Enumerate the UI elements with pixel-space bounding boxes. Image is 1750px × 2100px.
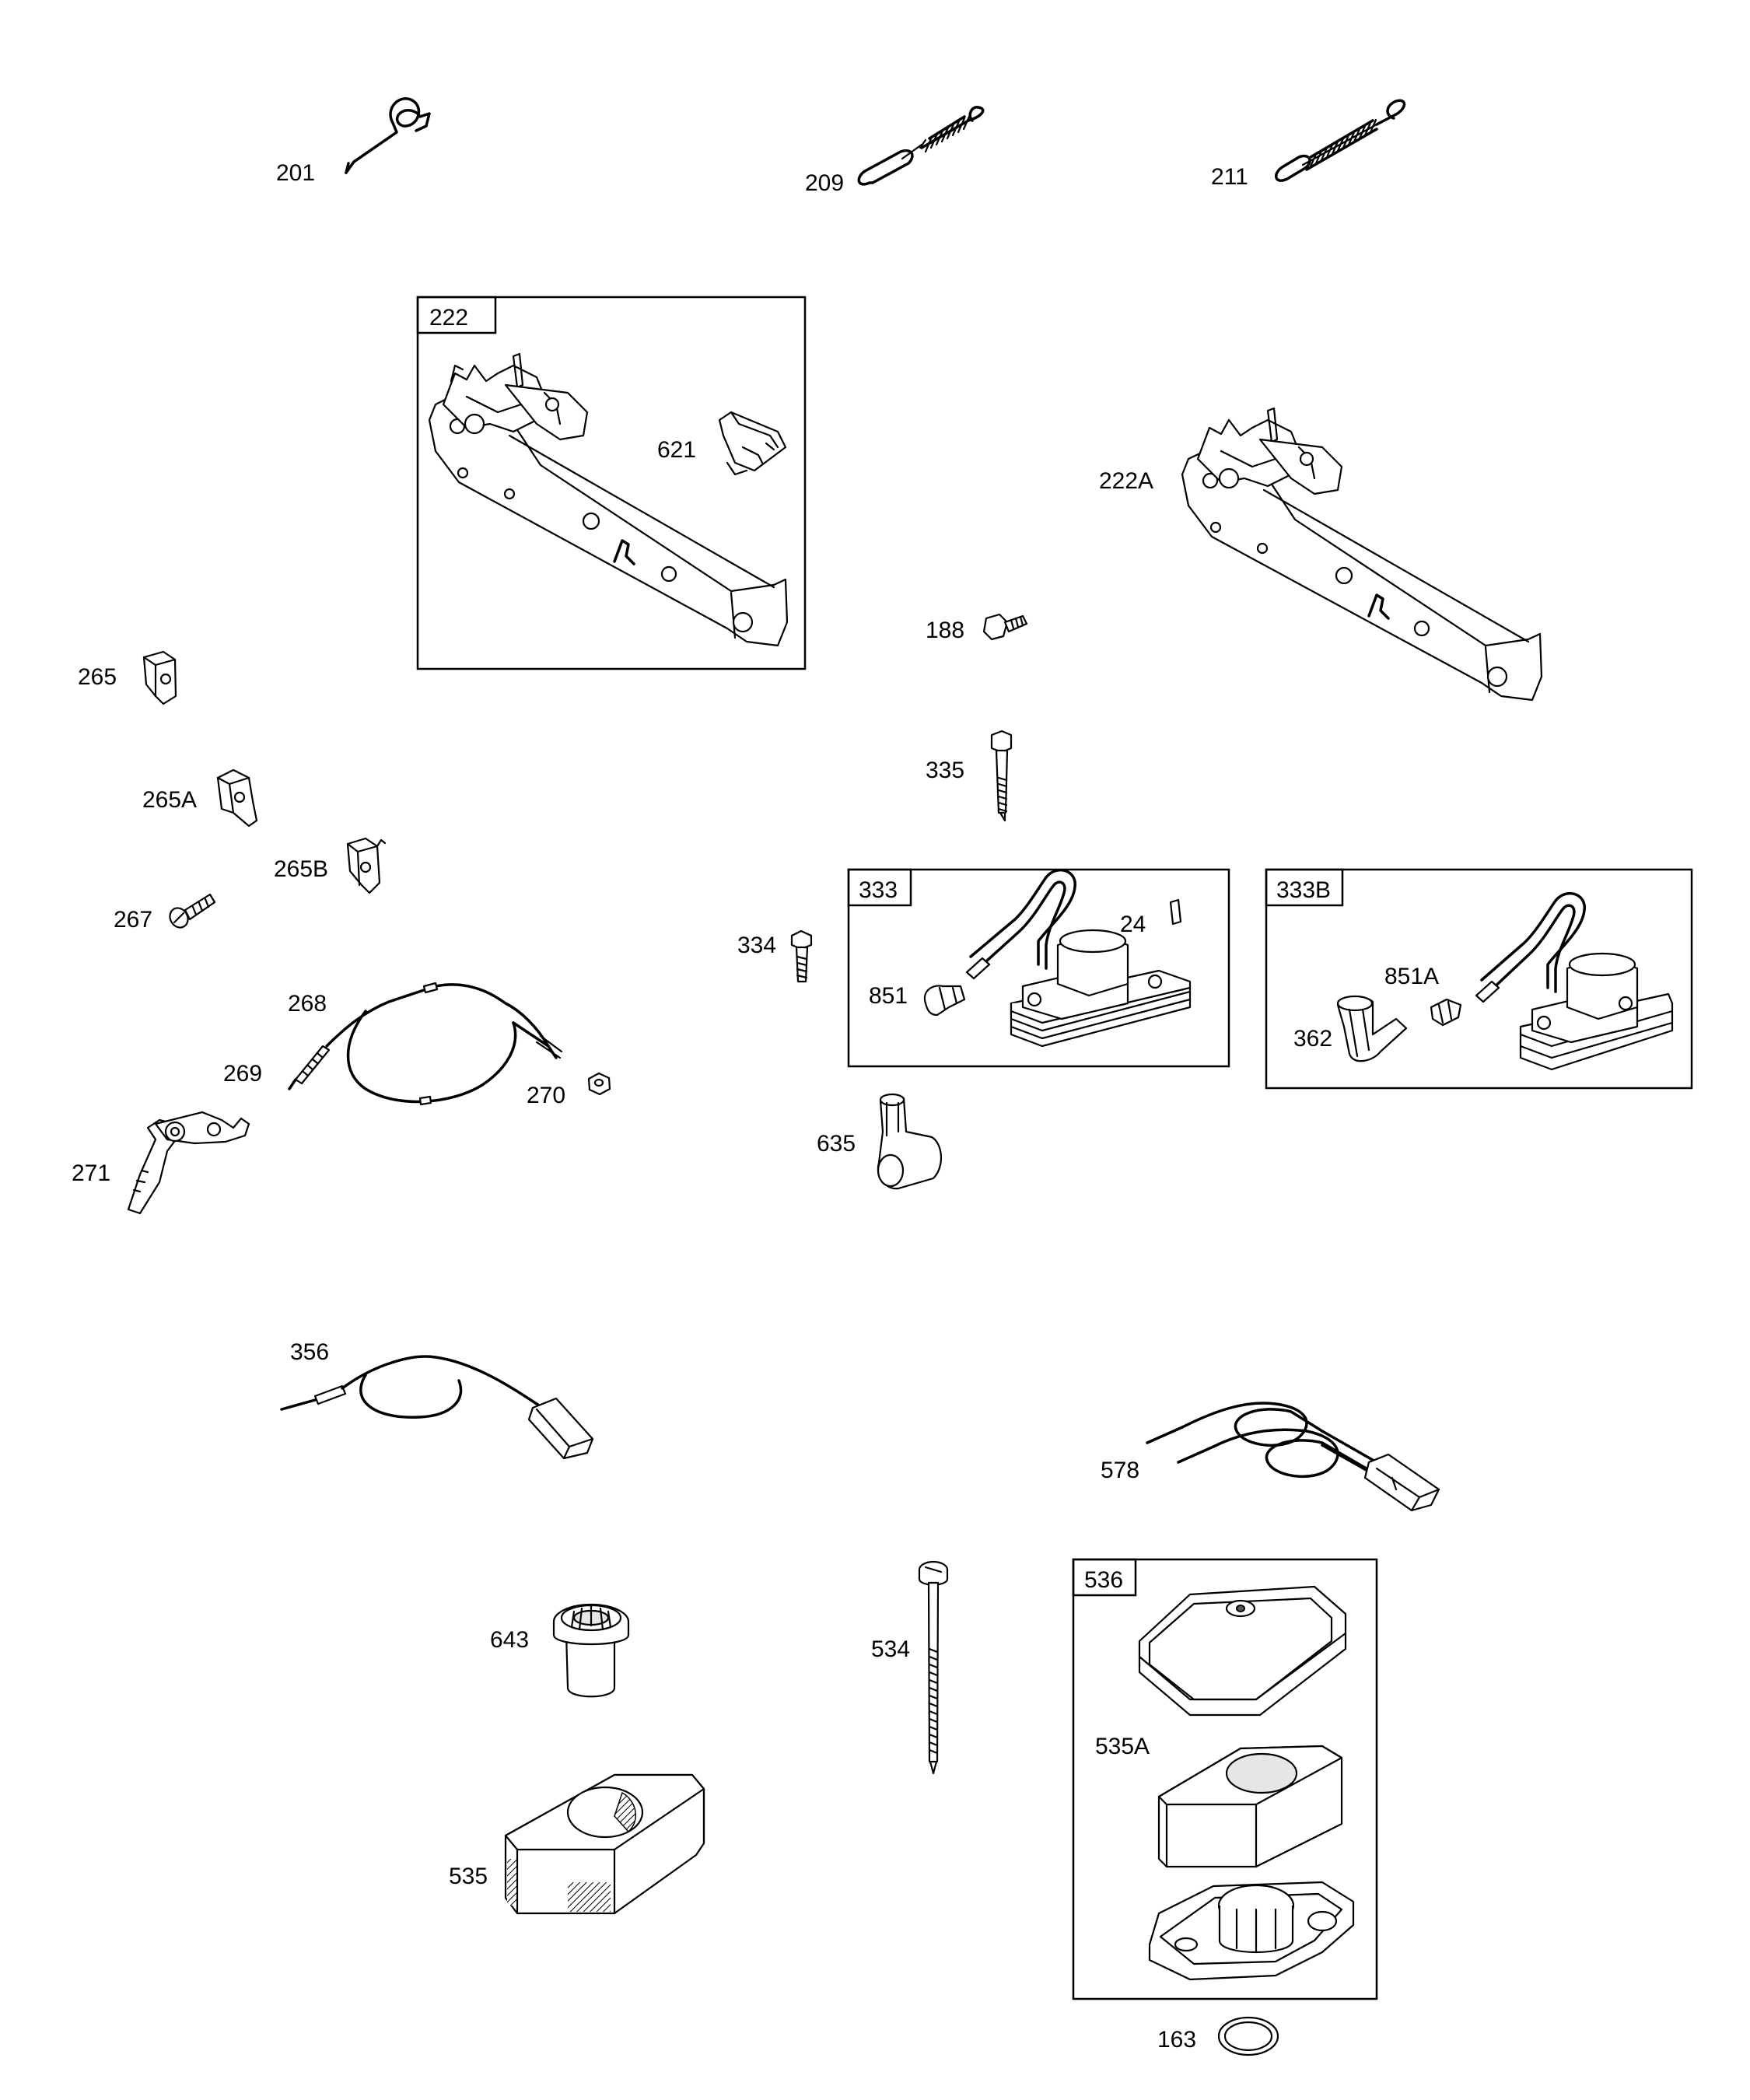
label-211: 211 xyxy=(1211,164,1248,190)
label-536: 536 xyxy=(1084,1567,1123,1593)
part-209-spring xyxy=(857,106,985,186)
label-535A: 535A xyxy=(1095,1734,1150,1759)
part-222A-bracket xyxy=(1181,407,1543,702)
part-24-key xyxy=(1169,898,1182,926)
label-24: 24 xyxy=(1120,912,1146,937)
part-265-clip xyxy=(142,650,177,705)
label-535: 535 xyxy=(449,1864,488,1889)
part-265A-clip xyxy=(216,768,258,828)
part-333B-armature xyxy=(1475,891,1674,1071)
part-621-clip xyxy=(718,411,787,476)
part-851A-connector xyxy=(1430,998,1462,1027)
part-211-spring xyxy=(1275,99,1406,182)
part-356-wire xyxy=(280,1355,594,1460)
kit-tag-222 xyxy=(416,296,497,334)
label-188: 188 xyxy=(926,618,964,643)
part-333-armature xyxy=(965,868,1192,1048)
kit-box-536 xyxy=(1072,1558,1378,2000)
kit-tag-333B xyxy=(1265,868,1344,907)
part-163-ring xyxy=(1217,2016,1279,2056)
kit-tag-333 xyxy=(847,868,912,907)
part-536-base xyxy=(1148,1881,1355,1981)
label-201: 201 xyxy=(276,160,315,186)
label-851: 851 xyxy=(869,983,908,1009)
part-334-screw xyxy=(790,929,813,983)
label-265A: 265A xyxy=(142,787,197,813)
label-635: 635 xyxy=(817,1131,856,1157)
label-163: 163 xyxy=(1157,2027,1196,2053)
part-222-bracket xyxy=(428,352,789,647)
part-536-cover xyxy=(1138,1585,1347,1717)
label-267: 267 xyxy=(114,907,152,933)
part-265B-clip xyxy=(346,837,387,894)
part-851-connector xyxy=(923,985,966,1017)
label-222: 222 xyxy=(429,305,468,331)
part-335-bolt xyxy=(990,730,1013,822)
label-270: 270 xyxy=(527,1083,565,1108)
label-362: 362 xyxy=(1293,1026,1332,1052)
label-209: 209 xyxy=(805,170,844,196)
label-356: 356 xyxy=(290,1339,329,1365)
label-534: 534 xyxy=(871,1636,910,1662)
part-535-filter xyxy=(504,1773,705,1915)
kit-box-222 xyxy=(416,296,807,670)
label-268: 268 xyxy=(288,991,327,1017)
part-188-screw xyxy=(982,613,1028,641)
label-333B: 333B xyxy=(1276,877,1331,903)
label-851A: 851A xyxy=(1384,964,1439,989)
part-271-lever xyxy=(127,1111,250,1215)
kit-box-333B xyxy=(1265,868,1693,1090)
part-635-boot xyxy=(877,1093,943,1190)
label-269: 269 xyxy=(223,1061,262,1087)
kit-tag-536 xyxy=(1072,1558,1137,1597)
kit-box-333 xyxy=(847,868,1230,1068)
label-334: 334 xyxy=(737,933,776,958)
part-535A-filter xyxy=(1157,1745,1343,1868)
part-534-bolt xyxy=(918,1560,949,1775)
part-578-harness xyxy=(1146,1402,1440,1512)
part-267-screw xyxy=(169,893,216,929)
label-333: 333 xyxy=(859,877,898,903)
part-201-link xyxy=(345,97,431,174)
label-335: 335 xyxy=(926,758,964,783)
part-362-boot xyxy=(1336,995,1408,1062)
label-578: 578 xyxy=(1101,1458,1139,1483)
part-268-cable xyxy=(288,982,563,1106)
label-643: 643 xyxy=(490,1627,529,1653)
label-222A: 222A xyxy=(1099,468,1153,494)
label-271: 271 xyxy=(72,1160,110,1186)
label-621: 621 xyxy=(657,437,696,463)
part-270-nut xyxy=(587,1072,611,1096)
label-265B: 265B xyxy=(274,856,328,882)
label-265: 265 xyxy=(78,664,117,690)
part-643-adapter xyxy=(552,1603,630,1698)
